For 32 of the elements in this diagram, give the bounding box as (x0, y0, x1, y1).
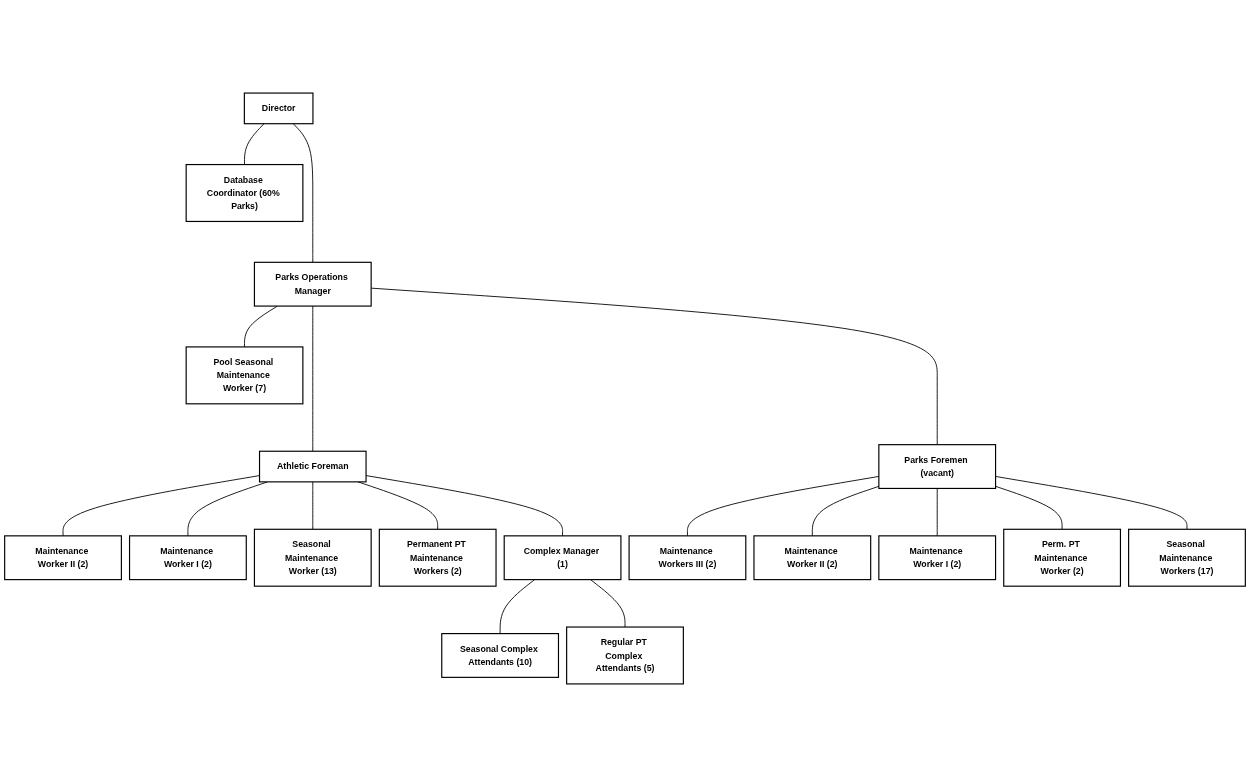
node-box: Regular PT Complex Attendants (5) (566, 626, 684, 685)
node-box: Seasonal Maintenance Worker (13) (253, 528, 372, 587)
connector (811, 485, 880, 537)
connector (995, 485, 1063, 530)
connector (312, 305, 314, 452)
node-box: Parks Foremen (vacant) (878, 444, 997, 490)
node-box: Database Coordinator (60% Parks) (185, 163, 304, 223)
connector (995, 476, 1188, 530)
node-box: Maintenance Worker II (2) (753, 535, 872, 581)
connector (936, 488, 938, 537)
connector (244, 305, 278, 348)
connector (62, 475, 260, 537)
node-box: Parks Operations Manager (253, 261, 372, 307)
node-box: Director (243, 92, 314, 125)
node-box: Maintenance Worker II (2) (4, 535, 122, 581)
connector (687, 476, 880, 537)
node-box: Maintenance Workers III (2) (628, 535, 747, 581)
node-box: Maintenance Worker I (2) (128, 535, 247, 581)
node-box: Athletic Foreman (258, 450, 367, 483)
node-box: Pool Seasonal Maintenance Worker (7) (185, 346, 304, 405)
connector (312, 481, 314, 530)
connector (187, 481, 268, 537)
node-box: Perm. PT Maintenance Worker (2) (1003, 528, 1122, 587)
connector (590, 579, 626, 628)
node-box: Maintenance Worker I (2) (878, 535, 997, 581)
connector (499, 579, 536, 635)
node-box: Complex Manager (1) (503, 535, 622, 581)
node-box: Seasonal Maintenance Workers (17) (1128, 528, 1246, 587)
node-box: Seasonal Complex Attendants (10) (441, 633, 560, 678)
connector (244, 123, 265, 165)
connector (292, 123, 314, 263)
node-box: Permanent PT Maintenance Workers (2) (378, 528, 497, 587)
